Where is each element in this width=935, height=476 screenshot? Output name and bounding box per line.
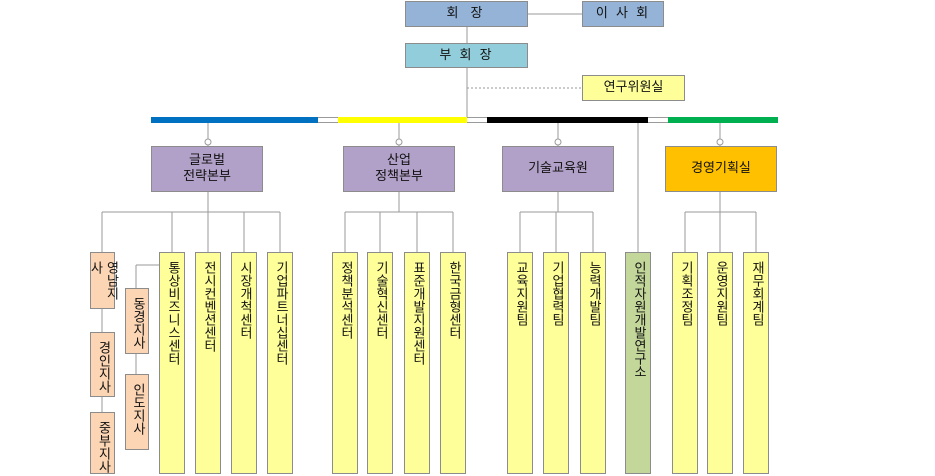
edu-team-box: 교육지원팀: [507, 252, 533, 474]
mgmt-team-box: 재무회계팀: [743, 252, 769, 474]
bar-gap: [467, 117, 487, 123]
center-label: 통상비즈니스센터: [165, 261, 180, 365]
industry-division-line1: 산업: [387, 153, 411, 168]
center-label: 시장개척센터: [237, 261, 252, 339]
industry-center-box: 한국금형센터: [440, 252, 466, 474]
sub-branch-box: 인도지사: [125, 374, 149, 450]
bar-segment-blue: [151, 117, 318, 123]
bar-gap: [318, 117, 338, 123]
chairman-label: 회 장: [446, 6, 487, 21]
global-division-box: 글로벌 전략본부: [151, 146, 263, 192]
center-box: 통상비즈니스센터: [159, 252, 185, 474]
bar-gap: [648, 117, 668, 123]
sub-branch-label: 동경지사: [130, 297, 145, 349]
mgmt-team-label: 재무회계팀: [749, 261, 764, 326]
bar-segment-green: [668, 117, 778, 123]
bar-segment-black: [487, 117, 648, 123]
center-label: 기업파트너십센터: [273, 261, 288, 365]
industry-division-line2: 정책본부: [375, 169, 423, 184]
industry-center-label: 한국금형센터: [446, 261, 461, 339]
research-box: 연구위원실: [582, 75, 685, 101]
edu-team-label: 교육지원팀: [513, 261, 528, 326]
industry-center-label: 표준개발지원센터: [410, 261, 425, 365]
center-label: 전시컨벤션센터: [201, 261, 216, 352]
hr-institute-label: 인적자원개발연구소: [631, 261, 646, 378]
branch-label: 경인지사: [95, 341, 111, 393]
mgmt-team-box: 기획조정팀: [672, 252, 698, 474]
mgmt-team-label: 기획조정팀: [678, 261, 693, 326]
industry-center-box: 정책분석센터: [332, 252, 358, 474]
center-box: 기업파트너십센터: [267, 252, 293, 474]
mgmt-team-label: 운영지원팀: [713, 261, 728, 326]
vice-chairman-label: 부 회 장: [439, 47, 494, 63]
industry-center-box: 표준개발지원센터: [404, 252, 430, 474]
branch-box: 중부지사: [90, 412, 115, 474]
center-box: 시장개척센터: [231, 252, 257, 474]
mgmt-label: 경영기획실: [691, 161, 751, 176]
tech-edu-label: 기술교육원: [528, 161, 588, 176]
sub-branch-label: 인도지사: [130, 383, 145, 435]
industry-center-label: 기술혁신센터: [373, 261, 388, 339]
branch-label: 영남지사: [87, 261, 119, 300]
sub-branch-box: 동경지사: [125, 288, 149, 354]
edu-team-label: 능력개발팀: [586, 261, 601, 326]
industry-center-label: 정책분석센터: [338, 261, 353, 339]
edu-team-box: 능력개발팀: [580, 252, 606, 474]
branch-box: 경인지사: [90, 332, 115, 397]
center-box: 전시컨벤션센터: [195, 252, 221, 474]
hr-institute-box: 인적자원개발연구소: [625, 252, 651, 474]
board-label: 이 사 회: [595, 6, 651, 21]
chairman-box: 회 장: [405, 1, 528, 27]
vice-chairman-box: 부 회 장: [405, 43, 528, 68]
branch-label: 중부지사: [95, 421, 111, 473]
mgmt-division-box: 경영기획실: [665, 146, 777, 192]
bar-segment-yellow: [338, 117, 467, 123]
branch-box: 영남지사: [88, 252, 119, 309]
global-division-line2: 전략본부: [183, 169, 231, 184]
mgmt-team-box: 운영지원팀: [707, 252, 733, 474]
global-division-line1: 글로벌: [189, 153, 225, 168]
research-label: 연구위원실: [603, 80, 664, 95]
industry-center-box: 기술혁신센터: [367, 252, 393, 474]
board-box: 이 사 회: [582, 1, 664, 27]
edu-team-label: 기업협력팀: [549, 261, 564, 326]
edu-team-box: 기업협력팀: [543, 252, 569, 474]
tech-edu-division-box: 기술교육원: [502, 146, 614, 192]
industry-division-box: 산업 정책본부: [343, 146, 455, 192]
